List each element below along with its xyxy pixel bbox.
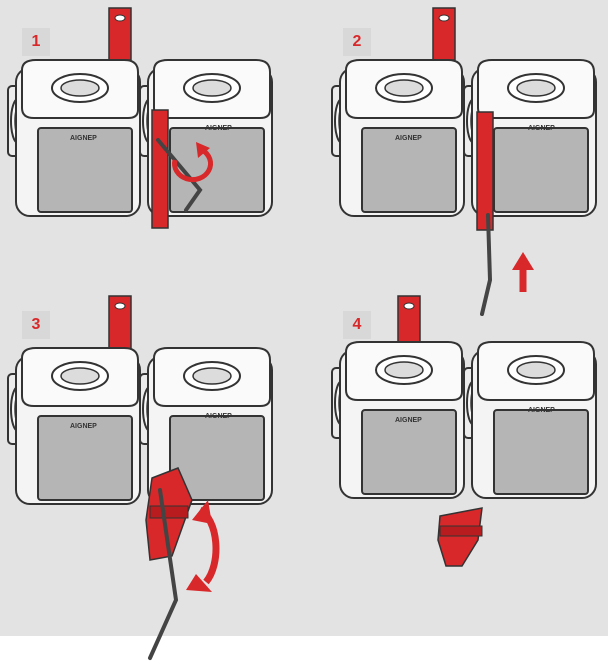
- brand-label: AIGNEP: [205, 125, 232, 132]
- step-3-illustration: AIGNEP AIGNEP: [8, 296, 272, 658]
- brand-label: AIGNEP: [205, 413, 232, 420]
- step-4-illustration: AIGNEP AIGNEP: [332, 296, 596, 566]
- brand-label: AIGNEP: [395, 135, 422, 142]
- rotate-arrow-icon: [186, 500, 216, 592]
- step-1-illustration: AIGNEP AIGNEP: [8, 8, 272, 228]
- brand-label: AIGNEP: [70, 423, 97, 430]
- bracket-clip-icon: [438, 508, 482, 566]
- brand-label: AIGNEP: [528, 125, 555, 132]
- brand-label: AIGNEP: [528, 407, 555, 414]
- up-arrow-icon: [512, 252, 534, 292]
- step-2-illustration: AIGNEP AIGNEP: [332, 8, 596, 314]
- brand-label: AIGNEP: [395, 417, 422, 424]
- brand-label: AIGNEP: [70, 135, 97, 142]
